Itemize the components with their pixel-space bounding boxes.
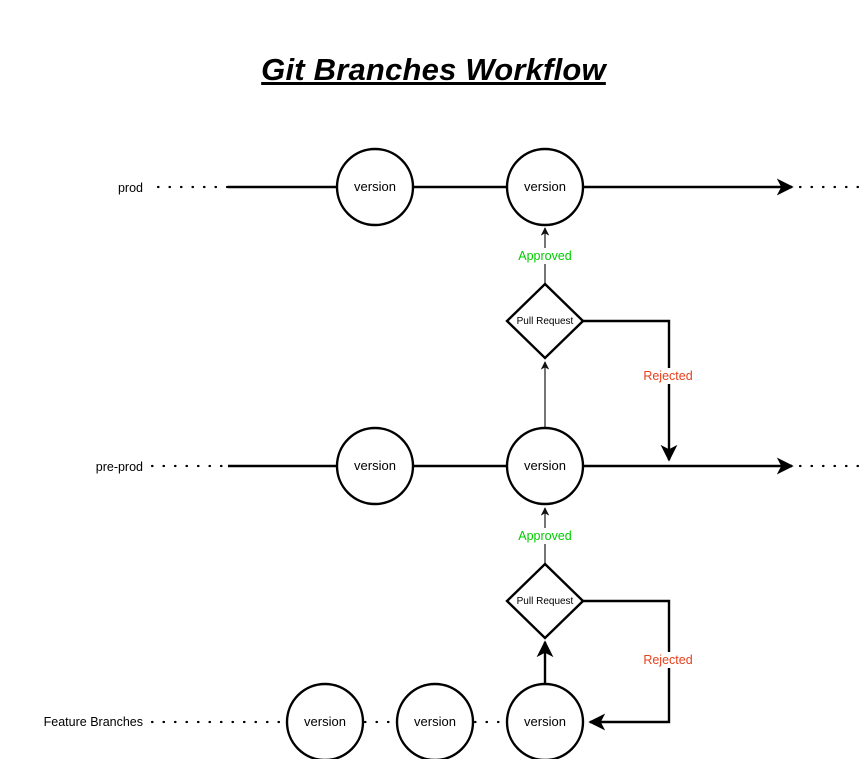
version-circle-label: version — [414, 714, 456, 729]
edge-rejected-upper: Rejected — [583, 319, 700, 462]
node-preprod-version-2[interactable]: version — [505, 426, 585, 506]
pull-request-label: Pull Request — [517, 316, 574, 327]
node-feature-version-1[interactable]: version — [285, 682, 365, 759]
page-title: Git Branches Workflow — [261, 52, 606, 87]
version-circle[interactable] — [285, 682, 365, 759]
node-feature-version-3[interactable]: version — [505, 682, 585, 759]
pull-request-label: Pull Request — [517, 596, 574, 607]
edge-approved-upper: Approved — [512, 227, 578, 284]
approved-lower-label-backdrop — [512, 528, 578, 544]
node-preprod-version-1[interactable]: version — [335, 426, 415, 506]
version-circle[interactable] — [505, 426, 585, 506]
edge-label-approved-upper: Approved — [518, 249, 572, 263]
version-circle-label: version — [524, 714, 566, 729]
lane-prod: prod version version — [118, 147, 867, 227]
decision-pull-request-lower[interactable]: Pull Request — [505, 562, 585, 640]
pull-request-diamond[interactable] — [505, 282, 585, 360]
rejected-lower-label-backdrop — [636, 652, 700, 668]
node-feature-version-2[interactable]: version — [395, 682, 475, 759]
lane-pre-prod: pre-prod version version — [96, 426, 867, 506]
version-circle-label: version — [354, 458, 396, 473]
edge-label-approved-lower: Approved — [518, 529, 572, 543]
rejected-upper-path — [583, 319, 678, 462]
version-circle-label: version — [524, 458, 566, 473]
version-circle-label: version — [354, 179, 396, 194]
edge-rejected-lower: Rejected — [583, 599, 700, 731]
lane-label-prod: prod — [118, 181, 143, 195]
approved-upper-label-backdrop — [512, 248, 578, 264]
node-prod-version-2[interactable]: version — [505, 147, 585, 227]
version-circle[interactable] — [335, 147, 415, 227]
edge-label-rejected-upper: Rejected — [643, 369, 692, 383]
lane-label-pre-prod: pre-prod — [96, 460, 143, 474]
decision-pull-request-upper[interactable]: Pull Request — [505, 282, 585, 360]
rejected-upper-label-backdrop — [636, 368, 700, 384]
version-circle-label: version — [304, 714, 346, 729]
lane-label-feature-branches: Feature Branches — [44, 715, 143, 729]
version-circle-label: version — [524, 179, 566, 194]
version-circle[interactable] — [335, 426, 415, 506]
node-prod-version-1[interactable]: version — [335, 147, 415, 227]
version-circle[interactable] — [505, 682, 585, 759]
edge-approved-lower: Approved — [512, 507, 578, 564]
version-circle[interactable] — [505, 147, 585, 227]
version-circle[interactable] — [395, 682, 475, 759]
lane-feature-branches: Feature Branches version version version — [44, 682, 585, 759]
edge-label-rejected-lower: Rejected — [643, 653, 692, 667]
pull-request-diamond[interactable] — [505, 562, 585, 640]
